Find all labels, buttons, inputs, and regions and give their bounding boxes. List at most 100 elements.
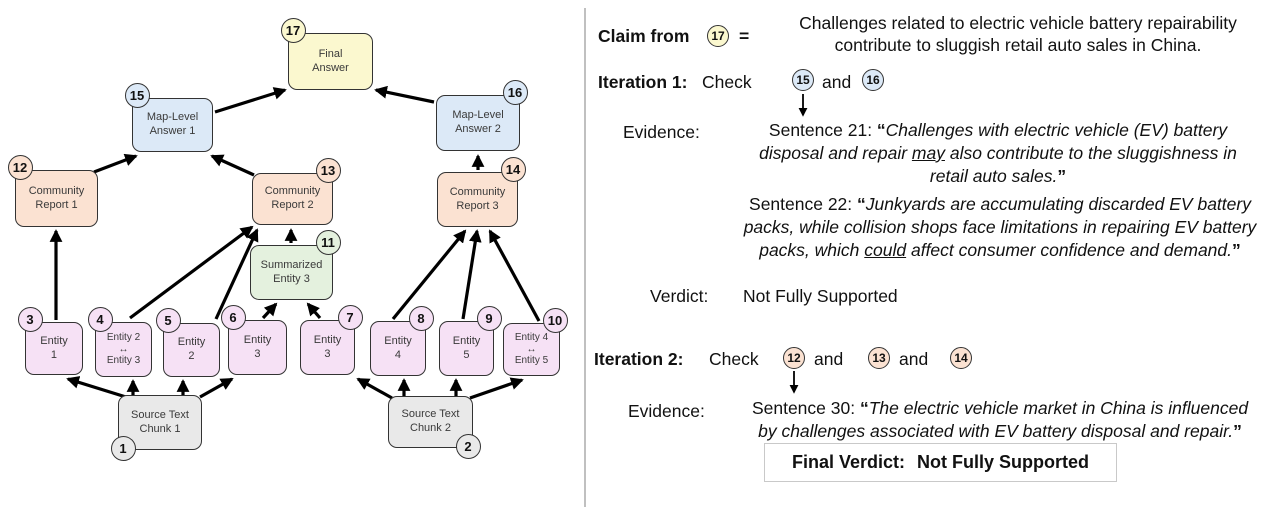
iteration2-node-12-badge: 12 [783, 347, 805, 369]
text-segment: ” [1057, 166, 1067, 186]
text-segment: also contribute to the sluggishness in r… [929, 143, 1237, 186]
iteration1-node-16-badge: 16 [862, 69, 884, 91]
step-badge-4: 4 [87, 306, 113, 332]
iteration2-node-14-badge: 14 [950, 347, 972, 369]
text-segment: ” [1232, 240, 1241, 260]
node-community-report-2: Community Report 2 [252, 173, 333, 225]
text-segment: may [911, 143, 945, 163]
iteration1-check-label: Check [702, 72, 752, 92]
node-community-report-1: Community Report 1 [15, 170, 98, 227]
node-label: Entity 4 [384, 334, 412, 361]
text-segment: could [864, 240, 907, 260]
text-segment: Sentence 21: [768, 120, 877, 140]
step-badge-7: 7 [337, 304, 363, 330]
edge-arrow [199, 377, 234, 399]
evidence1-label: Evidence: [623, 122, 700, 142]
iteration2-check-label: Check [709, 349, 759, 369]
edge-arrow [210, 154, 255, 177]
node-map-level-answer-1: Map-Level Answer 1 [132, 98, 213, 152]
sentence-30: Sentence 30: “The electric vehicle marke… [710, 397, 1280, 443]
sentence-21: Sentence 21: “Challenges with electric v… [712, 119, 1280, 188]
node-label: Community Report 1 [28, 184, 85, 211]
node-label: Community Report 2 [264, 185, 321, 211]
node-label: Entity 3 [243, 333, 272, 360]
text-segment: “ [876, 120, 886, 140]
down-arrow-icon [798, 94, 808, 117]
iteration1-and-label: and [822, 72, 852, 92]
node-label: Summarized Entity 3 [260, 258, 323, 285]
node-map-level-answer-2: Map-Level Answer 2 [436, 95, 520, 151]
step-badge-1: 1 [110, 435, 136, 461]
claim-node-badge: 17 [707, 25, 729, 47]
text-segment: Sentence 30: [751, 398, 860, 418]
final-verdict-value: Not Fully Supported [917, 452, 1089, 472]
step-badge-15: 15 [124, 82, 150, 108]
text-segment: The electric vehicle market in China is … [758, 398, 1249, 441]
text-segment: Junkyards are accumulating discarded EV … [743, 194, 1257, 260]
claim-text: Challenges related to electric vehicle b… [799, 13, 1237, 55]
step-badge-10: 10 [542, 307, 568, 333]
node-label: Entity 4 ↔ Entity 5 [514, 332, 549, 367]
edge-arrow [214, 228, 259, 320]
iteration2-node-13-badge: 13 [868, 347, 890, 369]
edge-arrow [93, 153, 138, 174]
step-badge-14: 14 [500, 156, 526, 182]
claim-equals: = [739, 26, 750, 46]
step-badge-12: 12 [7, 154, 33, 180]
edge-arrow [66, 376, 127, 399]
step-badge-17: 17 [280, 17, 306, 43]
claim-label: Claim from [598, 26, 690, 46]
final-verdict-label: Final Verdict: [791, 452, 906, 472]
edge-arrow [461, 229, 482, 320]
node-label: Entity 2 [177, 336, 206, 362]
step-badge-16: 16 [502, 79, 528, 105]
node-label: Entity 1 [40, 334, 68, 361]
edge-arrow [391, 229, 467, 321]
iteration2-label: Iteration 2: [594, 349, 684, 369]
iteration1-label: Iteration 1: [598, 72, 688, 92]
step-badge-11: 11 [315, 229, 341, 255]
edge-arrow [306, 302, 322, 320]
node-final-answer: Final Answer [288, 33, 373, 90]
node-entity-2: Entity 2 [163, 323, 220, 377]
text-segment: Sentence 22: [749, 194, 858, 214]
node-label: Entity 5 [452, 334, 481, 361]
text-segment: ” [1233, 421, 1242, 441]
edge-arrow [374, 85, 435, 104]
node-label: Map-Level Answer 1 [146, 111, 199, 137]
step-badge-2: 2 [455, 433, 481, 459]
text-segment: “ [859, 398, 869, 418]
edge-arrow [214, 87, 287, 114]
edge-arrow [488, 229, 541, 322]
step-badge-9: 9 [476, 305, 502, 331]
verdict-value: Not Fully Supported [743, 286, 898, 306]
edge-arrow [469, 377, 524, 400]
iteration1-node-15-badge: 15 [792, 69, 814, 91]
edge-arrow [129, 225, 254, 320]
node-community-report-3: Community Report 3 [437, 172, 518, 227]
node-label: Entity 2 ↔ Entity 3 [106, 332, 141, 367]
evidence2-label: Evidence: [628, 401, 705, 421]
step-badge-13: 13 [315, 157, 341, 183]
node-label: Map-Level Answer 2 [452, 109, 504, 135]
panel-divider [584, 8, 586, 507]
node-label: Final Answer [312, 47, 349, 74]
step-badge-6: 6 [220, 304, 246, 330]
node-label: Source Text Chunk 2 [401, 408, 460, 434]
step-badge-8: 8 [408, 305, 434, 331]
node-label: Source Text Chunk 1 [131, 408, 189, 435]
verdict-label: Verdict: [650, 286, 709, 306]
diagram-edges-layer [49, 85, 541, 400]
sentence-22: Sentence 22: “Junkyards are accumulating… [710, 193, 1280, 262]
step-badge-5: 5 [155, 307, 181, 333]
text-segment: Challenges with electric vehicle (EV) ba… [759, 120, 1228, 163]
edge-arrow [356, 377, 393, 400]
down-arrow-icon [789, 371, 799, 394]
iteration2-and-label: and [814, 349, 844, 369]
node-label: Community Report 3 [449, 185, 506, 212]
final-verdict-box: Final Verdict: Not Fully Supported [764, 443, 1117, 482]
edge-arrow [261, 302, 278, 320]
node-source-text-chunk-2: Source Text Chunk 2 [388, 396, 473, 448]
